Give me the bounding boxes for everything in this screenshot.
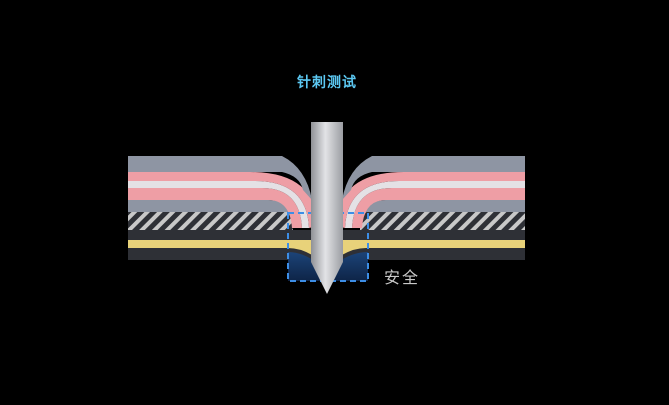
right-hatch-layer [360,212,525,230]
left-yellow-layer [128,240,306,248]
right-gray-layer-top [372,156,525,172]
needle-body [311,122,343,294]
needle-icon [311,122,343,294]
left-gray-layer-top [128,156,282,172]
right-layer-stack [336,156,525,260]
right-gray-bend [342,156,372,200]
right-pink-layer-1 [336,172,525,228]
page-title: 针刺测试 [297,75,357,91]
left-pink-layer-2 [128,188,302,228]
right-yellow-layer [346,240,525,248]
left-hatch-layer [128,212,293,230]
left-pink-layer-1 [128,172,318,228]
left-dark-layer-2 [128,230,306,240]
left-gray-layer-bottom [128,200,292,222]
right-dark-layer-2 [346,230,525,240]
safe-zone-pit [288,252,368,281]
right-gray-layer-bottom [362,200,525,222]
left-gray-bend [282,156,312,200]
left-light-layer [128,181,309,228]
safe-label: 安全 [384,268,421,287]
left-layer-stack [128,156,318,260]
right-pink-layer-2 [352,188,525,228]
right-light-layer [345,181,525,228]
